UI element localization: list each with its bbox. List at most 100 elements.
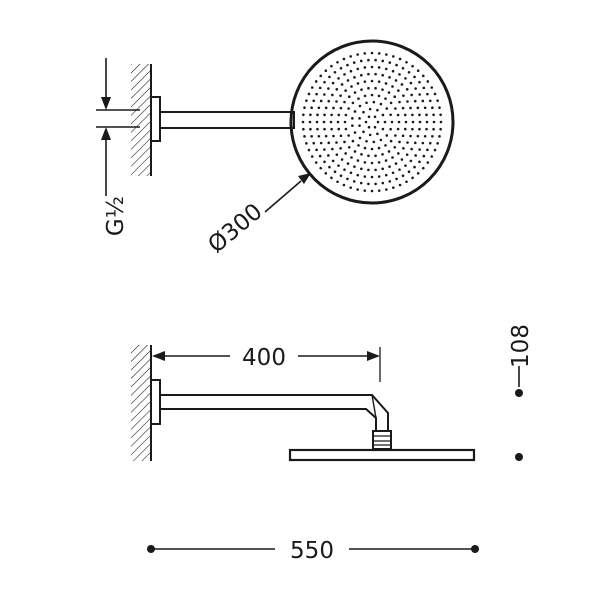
- nozzle-dot: [367, 182, 370, 186]
- nozzle-dot: [346, 162, 350, 165]
- nozzle-dot: [423, 134, 427, 138]
- nozzle-dot: [303, 135, 306, 138]
- nozzle-dot: [360, 73, 363, 77]
- nozzle-dot: [347, 95, 351, 99]
- nozzle-dot: [400, 83, 404, 86]
- nozzle-dot: [407, 70, 411, 74]
- nozzle-dot: [416, 106, 420, 110]
- nozzle-dot: [374, 168, 377, 172]
- nozzle-dot: [337, 113, 341, 117]
- nozzle-dot: [314, 161, 318, 164]
- nozzle-dot: [352, 61, 356, 64]
- nozzle-dot: [323, 160, 326, 164]
- nozzle-dot: [430, 155, 434, 158]
- nozzle-dot: [362, 110, 365, 114]
- nozzle-dot: [436, 142, 439, 145]
- arm-dim-arrow-right: [367, 351, 380, 361]
- nozzle-dot: [384, 82, 388, 85]
- nozzle-dot: [322, 120, 326, 124]
- height-label: 108: [508, 324, 534, 368]
- nozzle-dot: [389, 101, 393, 105]
- shower-head-side: [288, 448, 476, 462]
- nozzle-dot: [409, 106, 412, 110]
- top-wall-hatch: [131, 64, 151, 176]
- nozzle-dot: [392, 55, 395, 58]
- nozzle-dot: [379, 138, 383, 142]
- nozzle-dot: [353, 150, 357, 153]
- nozzle-dot: [405, 60, 408, 64]
- nozzle-dot: [413, 165, 416, 169]
- nozzle-dot: [377, 80, 381, 83]
- nozzle-dot: [409, 81, 413, 85]
- overall-length-label: 550: [290, 538, 334, 564]
- nozzle-dot: [373, 115, 377, 119]
- nozzle-dot: [381, 127, 385, 131]
- diameter-leader: Ø300: [203, 173, 311, 259]
- nozzle-dot: [414, 87, 417, 90]
- nozzle-dot: [394, 134, 397, 137]
- nozzle-dot: [310, 106, 313, 109]
- nozzle-dot: [337, 127, 341, 131]
- nozzle-dot: [364, 120, 368, 124]
- nozzle-dot: [421, 99, 425, 103]
- nozzle-dot: [405, 88, 409, 91]
- nozzle-dot: [339, 94, 342, 97]
- nozzle-dot: [389, 127, 392, 131]
- nozzle-dot: [307, 92, 311, 96]
- nozzle-dot: [363, 189, 367, 192]
- nozzle-dot: [409, 159, 413, 163]
- nozzle-dot: [398, 73, 401, 76]
- nozzle-dot: [396, 127, 400, 131]
- nozzle-dot: [411, 127, 414, 131]
- nozzle-dot: [381, 167, 384, 171]
- nozzle-dot: [335, 153, 339, 156]
- nozzle-dot: [358, 136, 362, 140]
- nozzle-dot: [365, 101, 368, 105]
- nozzle-dot: [425, 113, 428, 117]
- nozzle-dot: [319, 166, 323, 170]
- nozzle-dot: [370, 65, 374, 69]
- nozzle-dot: [381, 73, 384, 77]
- nozzle-dot: [393, 95, 397, 99]
- nozzle-dot: [374, 182, 377, 186]
- nozzle-dot: [370, 175, 374, 179]
- nozzle-dot: [343, 73, 346, 76]
- nozzle-dot: [390, 120, 394, 124]
- nozzle-dot: [351, 139, 355, 143]
- side-flange: [150, 379, 161, 425]
- nozzle-dot: [363, 94, 367, 98]
- nozzle-dot: [339, 147, 342, 150]
- nozzle-dot: [410, 93, 413, 97]
- nozzle-dot: [316, 127, 319, 131]
- nozzle-dot: [315, 120, 319, 124]
- nozzle-dot: [343, 120, 347, 124]
- nozzle-dot: [337, 77, 340, 80]
- nozzle-dot: [330, 176, 333, 180]
- nozzle-dot: [339, 134, 343, 138]
- nozzle-dot: [363, 66, 367, 69]
- nozzle-dot: [421, 74, 425, 78]
- nozzle-dot: [332, 134, 335, 138]
- nozzle-dot: [398, 57, 402, 61]
- overall-length-dimension: 550: [147, 538, 479, 564]
- nozzle-dot: [391, 85, 394, 88]
- nozzle-dot: [388, 165, 391, 168]
- nozzle-dot: [391, 69, 395, 73]
- nozzle-dot: [308, 120, 312, 124]
- nozzle-dot: [411, 120, 415, 124]
- nozzle-dot: [433, 92, 437, 96]
- nozzle-dot: [327, 141, 331, 145]
- nozzle-dot: [430, 86, 434, 89]
- thread-dimension: G½: [96, 58, 140, 236]
- nozzle-dot: [394, 162, 398, 165]
- nozzle-dot: [428, 99, 432, 103]
- nozzle-dot: [309, 113, 312, 117]
- nozzle-dot: [396, 113, 400, 117]
- nozzle-dot: [358, 124, 361, 127]
- nozzle-dot: [365, 139, 368, 143]
- nozzle-dot: [418, 113, 421, 117]
- top-arm: [159, 111, 295, 129]
- nozzle-dot: [373, 125, 377, 129]
- nozzle-dot: [353, 165, 356, 168]
